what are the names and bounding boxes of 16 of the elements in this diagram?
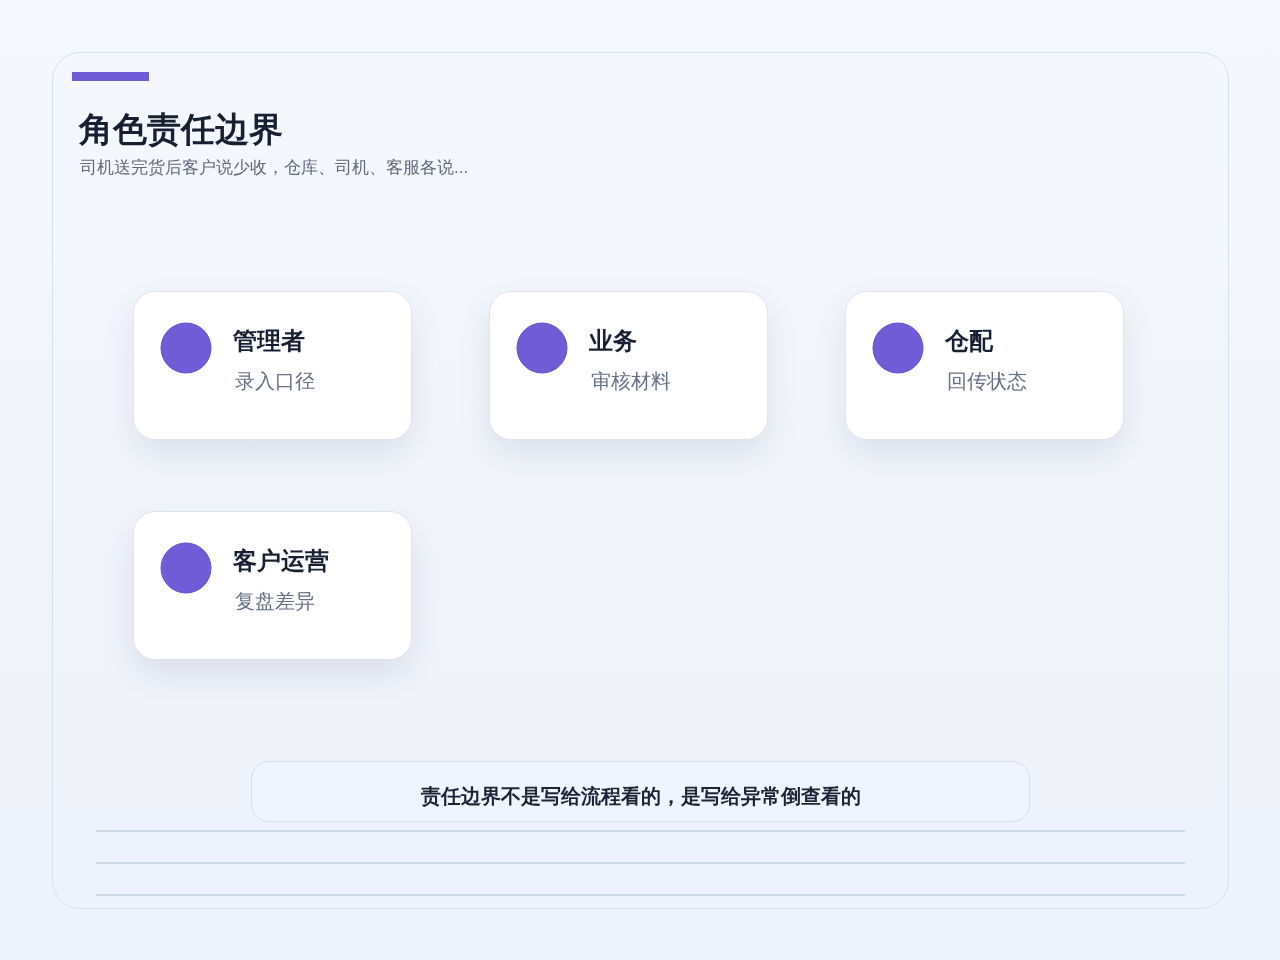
- note-text: 责任边界不是写给流程看的，是写给异常倒查看的: [420, 783, 861, 809]
- role-card: [845, 291, 1124, 440]
- role-card: [489, 291, 768, 440]
- role-card: [133, 291, 412, 440]
- role-title: 管理者: [233, 326, 305, 356]
- role-duty: 录入口径: [235, 369, 315, 394]
- role-title: 仓配: [945, 326, 993, 356]
- role-duty: 复盘差异: [235, 589, 315, 614]
- role-duty: 审核材料: [591, 369, 671, 394]
- subtitle: 司机送完货后客户说少收，仓库、司机、客服各说...: [80, 157, 469, 179]
- role-title: 客户运营: [233, 546, 329, 576]
- role-title: 业务: [589, 326, 637, 356]
- title: 角色责任边界: [79, 109, 283, 150]
- role-duty: 回传状态: [947, 369, 1027, 394]
- role-card: [133, 511, 412, 660]
- note-box: [251, 761, 1030, 822]
